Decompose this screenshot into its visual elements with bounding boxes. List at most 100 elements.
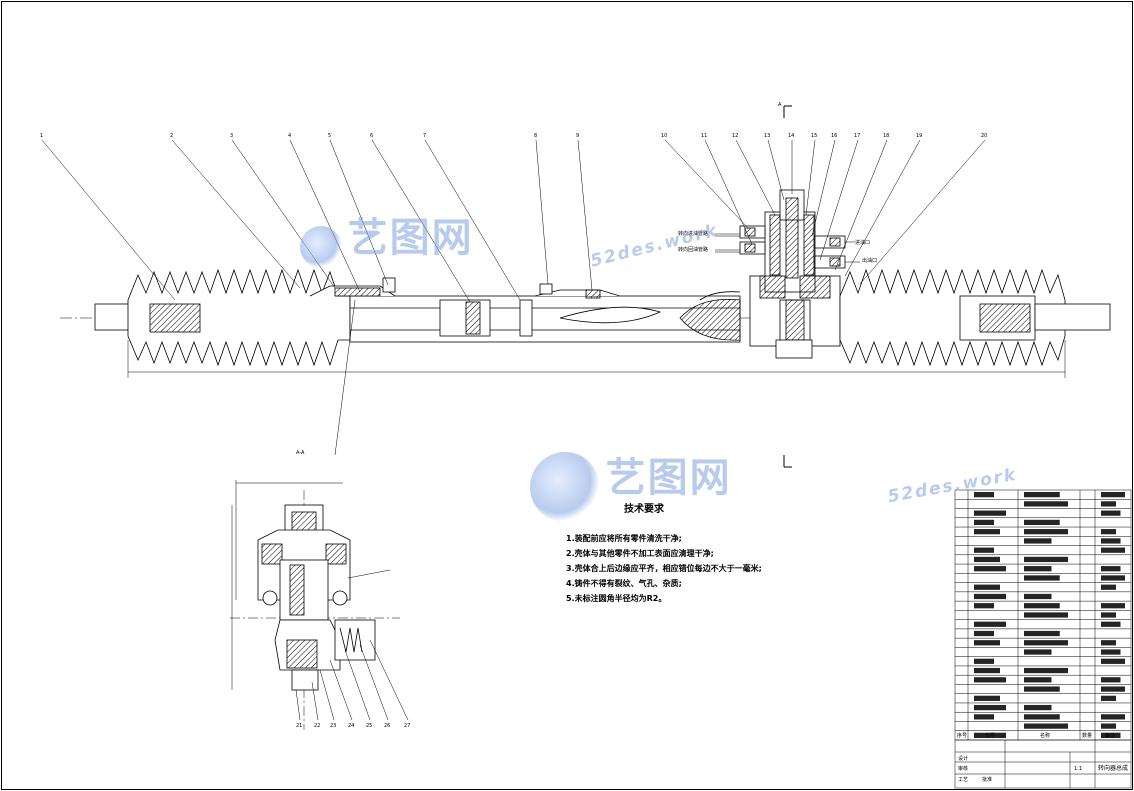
section-mark-a: A [778,102,782,108]
bom-cell-text [974,704,1006,711]
tech-req-item: 1.装配前应将所有零件清洗干净; [566,534,682,543]
bom-cell-text [974,547,994,553]
bom-cell-text [1024,593,1052,600]
callout-4: 4 [288,133,291,139]
drawing-scale: 1:1 [1074,766,1082,772]
bom-cell-text [1024,519,1060,526]
bom-cell-text [974,566,1006,572]
section-view-callouts: 21 22 23 24 25 26 27 [296,723,410,729]
watermark-brand: 艺图网 [347,215,474,261]
title-sign-process: 工艺 [958,777,968,783]
bom-cell-text [1101,612,1116,618]
bom-header-qty: 数量 [1082,732,1092,739]
bom-cell-text [1024,667,1068,674]
tech-req-title: 技术要求 [624,504,664,515]
bom-cell-text [974,510,1006,516]
section-view-aa [230,480,409,730]
bom-cell-text [1101,677,1121,683]
bom-cell-text [974,593,1006,600]
callout-27: 27 [404,723,410,729]
bom-cell-text [1101,658,1125,664]
bom-cell-text [1101,538,1121,544]
tech-req-item: 5.未标注圆角半径均为R2。 [566,594,667,603]
callout-23: 23 [330,723,336,729]
bom-cell-text [1101,501,1116,507]
callout-17: 17 [854,133,860,139]
callout-25: 25 [366,723,372,729]
callout-7: 7 [423,133,426,139]
brand-logo-icon [300,225,342,268]
bom-cell-text [1101,603,1125,609]
bom-cell-text [1024,649,1052,655]
callout-13: 13 [764,133,770,139]
callout-11: 11 [701,133,707,139]
title-sign-check: 审核 [958,765,968,772]
callout-19: 19 [916,133,922,139]
port-label-outlet: 出油口 [862,257,877,264]
brand-logo-icon [530,451,600,522]
callout-15: 15 [811,133,817,139]
bom-cell-text [1024,686,1060,692]
valve-housing [739,189,846,359]
bom-cell-text [1101,566,1121,572]
bom-header-code: 代号 [985,732,995,739]
callout-22: 22 [314,723,320,729]
bom-cell-text [1101,510,1121,516]
bom-cell-text [1024,723,1068,729]
bom-cell-text [1024,575,1060,581]
bom-cell-text [1101,649,1121,655]
callout-6: 6 [370,133,373,139]
bom-cell-text [1024,501,1068,507]
callout-8: 8 [534,133,537,139]
rack-housing [349,295,741,343]
watermark-bottom: 艺图网 52des.work [530,445,1019,522]
callout-10: 10 [661,133,667,139]
bom-cell-text [974,584,1000,590]
bom-cell-text [974,677,1006,683]
bom-cell-text [1024,612,1068,618]
tech-req-item: 2.壳体与其他零件不加工表面应清理干净; [566,549,714,558]
bom-cell-text [1101,732,1121,738]
bom-cell-text [1024,677,1052,683]
bom-cell-text [974,529,1000,535]
callout-14: 14 [788,133,794,139]
callout-12: 12 [732,133,738,139]
watermark-top: 艺图网 52des.work [300,205,721,272]
section-title-aa: A-A [296,450,305,456]
bom-cell-text [1024,640,1068,646]
watermark-url: 52des.work [588,220,721,272]
bom-cell-text [1101,640,1116,646]
title-sign-design: 设计 [958,755,968,762]
tech-req-item: 3.壳体合上后边缘应平齐，相应错位每边不大于一毫米; [566,564,762,573]
callout-9: 9 [576,133,579,139]
bom-cell-text [974,621,1006,627]
callout-21: 21 [296,723,302,729]
bom-cell-text [974,556,1000,563]
callout-18: 18 [883,133,889,139]
parts-list-table [954,489,1132,789]
callout-3: 3 [230,133,233,139]
bom-cell-text [1024,714,1060,720]
bom-cell-text [1101,492,1125,498]
callout-2: 2 [170,133,173,139]
title-sign-approve: 批准 [982,776,992,783]
bom-cell-text [974,667,1000,674]
bom-cell-text [974,630,994,637]
bom-cell-text [974,640,1000,646]
bom-cell-text [1024,529,1068,535]
watermark-brand: 艺图网 [605,455,732,501]
bom-cell-text [1101,547,1125,553]
bom-header-no: 序号 [957,732,967,739]
bom-cell-text [1101,695,1116,701]
bom-header-remark: 备注 [1105,732,1115,739]
watermark-url: 52des.work [886,464,1019,508]
tech-req-item: 4.铸件不得有裂纹、气孔、杂质; [566,579,682,588]
port-label-inlet-pipe: 转向进油管路 [678,230,708,237]
bom-cell-text [1101,575,1125,581]
bom-cell-text [1024,603,1060,609]
callout-1: 1 [40,133,43,139]
bom-cell-text [1101,714,1125,720]
bom-cell-text [1024,492,1060,498]
bom-cell-text [974,492,994,498]
